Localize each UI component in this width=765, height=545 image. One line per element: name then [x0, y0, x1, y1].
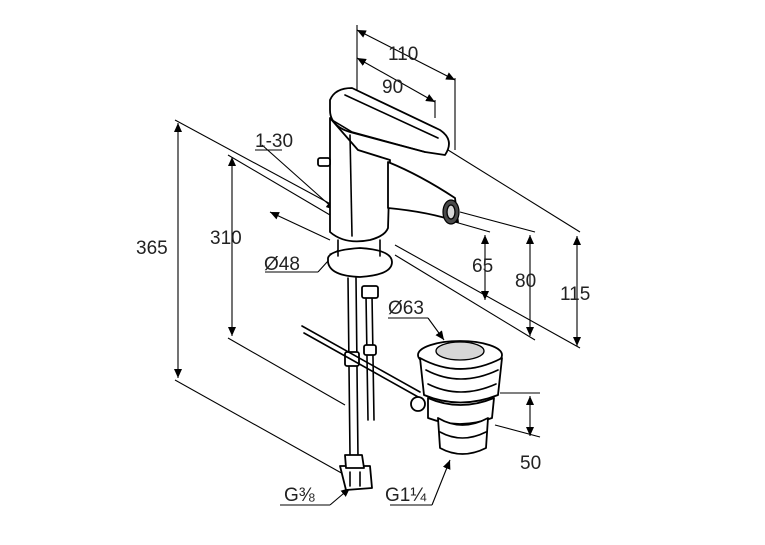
drain-waste	[410, 340, 503, 455]
thread-g114-label: G1¼	[385, 485, 427, 506]
dimension-lines	[174, 25, 581, 506]
supply-hoses	[339, 277, 379, 491]
dim-angle-label: 1-30	[255, 131, 293, 152]
dim-50-label: 50	[520, 453, 541, 474]
dim-90-label: 90	[382, 77, 403, 98]
dimension-labels: 110 90 1-30 365 310 Ø48 Ø63 65 80 115 50…	[136, 44, 590, 506]
dim-365-label: 365	[136, 238, 168, 259]
thread-g38-label: G⅜	[284, 485, 315, 506]
popup-rod	[301, 325, 421, 399]
dim-310-label: 310	[210, 228, 242, 249]
dim-diameter-48-label: Ø48	[264, 254, 300, 275]
dim-115-label: 115	[560, 284, 590, 305]
dim-diameter-63-label: Ø63	[388, 298, 424, 319]
dim-110-label: 110	[388, 44, 418, 65]
dim-80-label: 80	[515, 271, 536, 292]
faucet-body	[317, 87, 460, 278]
dim-65-label: 65	[472, 256, 493, 277]
